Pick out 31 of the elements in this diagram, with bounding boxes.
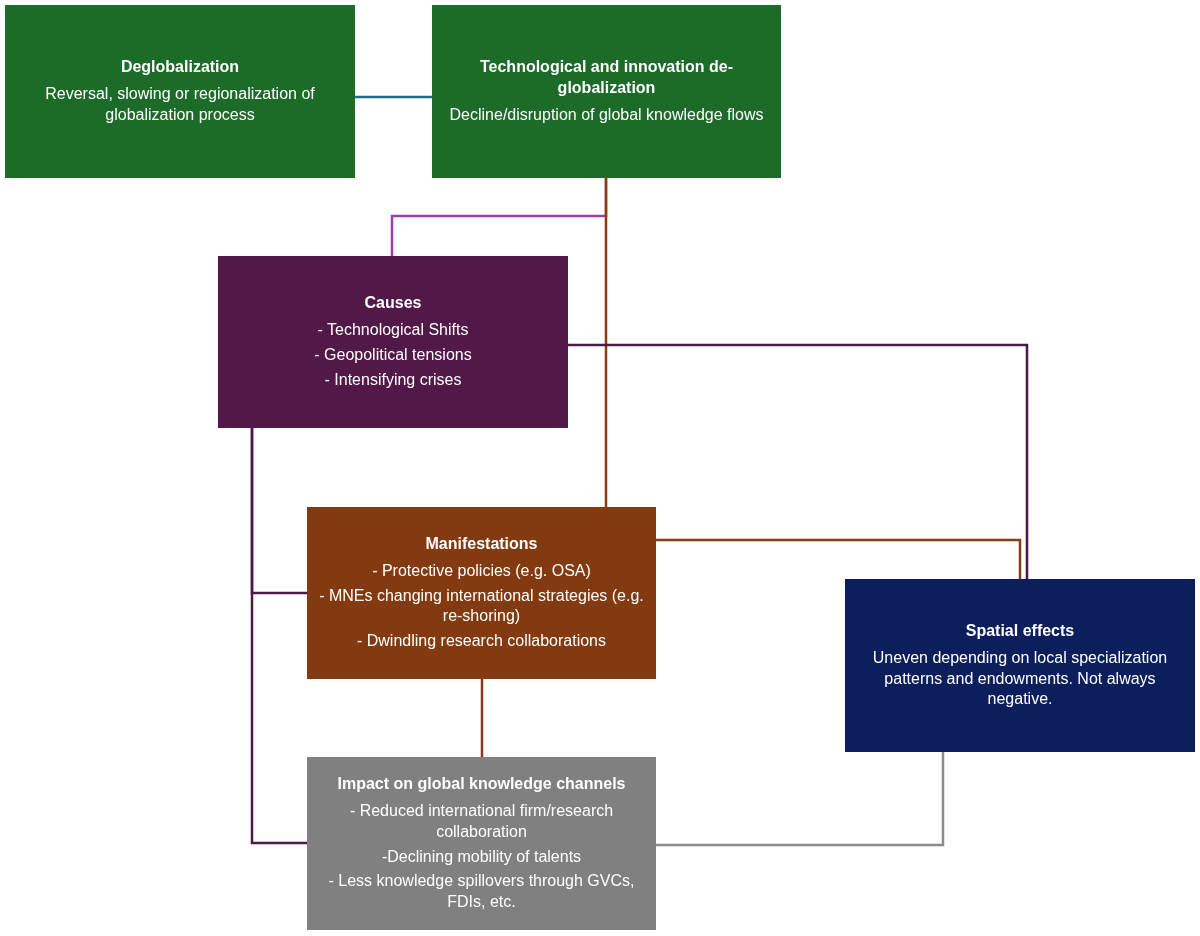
box-heading: Causes xyxy=(364,293,422,314)
connector-line xyxy=(656,752,945,847)
connector-line xyxy=(656,538,1022,579)
box-heading: Manifestations xyxy=(425,534,538,554)
connector-line xyxy=(250,428,307,845)
deglobalization-box xyxy=(5,5,355,178)
connector-line xyxy=(480,679,484,757)
connector-line xyxy=(355,95,432,99)
manifestations-box xyxy=(307,507,656,679)
box-heading: Impact on global knowledge channels xyxy=(337,774,626,795)
box-heading: Deglobalization xyxy=(120,57,240,78)
box-text: - Intensifying crises xyxy=(324,369,462,390)
box-text: Uneven depending on local specialization patterns and endowments. Not always negative. xyxy=(871,647,1169,710)
box-heading: Spatial effects xyxy=(965,620,1075,641)
box-text: - Geopolitical tensions xyxy=(314,345,472,365)
connector-line xyxy=(604,178,608,507)
box-text: - Technological Shifts xyxy=(317,320,469,341)
box-text: - Less knowledge spillovers through GVCs, FDIs, etc. xyxy=(327,871,636,913)
spatial-effects-box xyxy=(845,579,1195,752)
causes-box xyxy=(218,256,568,428)
box-text: - Reduced international firm/research collaboration xyxy=(348,800,615,842)
box-text: - Protective policies (e.g. OSA) xyxy=(372,560,591,581)
box-text: - Dwindling research collaborations xyxy=(357,631,606,652)
connector-line xyxy=(568,343,1029,579)
box-text: - MNEs changing international strategies (e.g. re-shoring) xyxy=(318,585,645,627)
de-globalization-box xyxy=(432,5,781,178)
impact-box xyxy=(307,757,656,930)
box-text: Reversal, slowing or regionalization of globalization process xyxy=(44,84,316,125)
box-heading: Technological and innovation de-globalization xyxy=(478,57,734,99)
box-text: Decline/disruption of global knowledge flows xyxy=(449,104,764,125)
box-text: -Declining mobility of talents xyxy=(381,846,582,867)
